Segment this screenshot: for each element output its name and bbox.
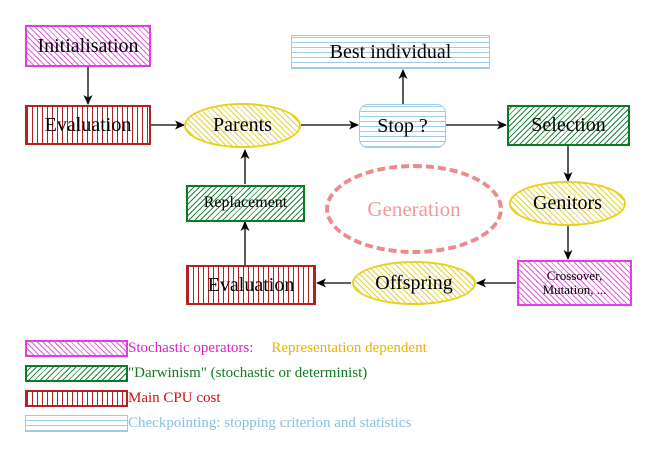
node-genitors-label: Genitors [533, 192, 602, 214]
legend-label-darwinism: "Darwinism" (stochastic or determinist) [128, 365, 368, 381]
legend-label-checkpointing: Checkpointing: stopping criterion and st… [128, 415, 412, 431]
node-stop-label: Stop ? [377, 114, 428, 137]
legend-swatch-darwinism [25, 365, 128, 382]
node-replacement[interactable]: Replacement [186, 185, 305, 222]
node-offspring[interactable]: Offspring [352, 261, 476, 305]
node-generation-ring: Generation [325, 164, 503, 254]
node-parents-label: Parents [213, 114, 272, 136]
legend-swatch-checkpointing [25, 415, 128, 432]
node-best-individual-label: Best individual [329, 40, 452, 63]
legend-label-main-cpu-cost: Main CPU cost [128, 390, 221, 406]
legend-row: "Darwinism" (stochastic or determinist) [0, 361, 662, 386]
node-evaluation-top-label: Evaluation [44, 113, 132, 136]
legend-label-representation-dependent: Representation dependent [271, 340, 427, 356]
node-genitors[interactable]: Genitors [509, 181, 626, 226]
node-stop[interactable]: Stop ? [359, 104, 446, 148]
node-evaluation-bottom-label: Evaluation [207, 273, 295, 296]
node-parents[interactable]: Parents [184, 103, 301, 148]
legend-label-stochastic-operators: Stochastic operators:Representation depe… [128, 340, 427, 356]
legend-swatch-stochastic-operators [25, 340, 128, 357]
node-initialisation-label: Initialisation [37, 34, 139, 57]
legend-row: Checkpointing: stopping criterion and st… [0, 411, 662, 436]
node-generation-label: Generation [367, 196, 461, 221]
legend-swatch-main-cpu-cost [25, 390, 128, 407]
legend-row: Stochastic operators:Representation depe… [0, 336, 662, 361]
node-offspring-label: Offspring [375, 271, 453, 294]
node-best-individual[interactable]: Best individual [291, 35, 490, 69]
node-mutation-label: Mutation, ... [542, 282, 607, 297]
node-selection[interactable]: Selection [507, 105, 630, 146]
node-evaluation-top[interactable]: Evaluation [25, 105, 151, 145]
node-replacement-label: Replacement [203, 194, 288, 212]
legend: Stochastic operators:Representation depe… [0, 336, 662, 436]
node-evaluation-bottom[interactable]: Evaluation [186, 265, 316, 305]
node-selection-label: Selection [531, 114, 606, 136]
node-crossover-label: Crossover, [546, 268, 603, 284]
node-initialisation[interactable]: Initialisation [25, 25, 151, 67]
node-crossover-mutation[interactable]: Crossover, Mutation, ... [517, 260, 632, 306]
legend-row: Main CPU cost [0, 386, 662, 411]
